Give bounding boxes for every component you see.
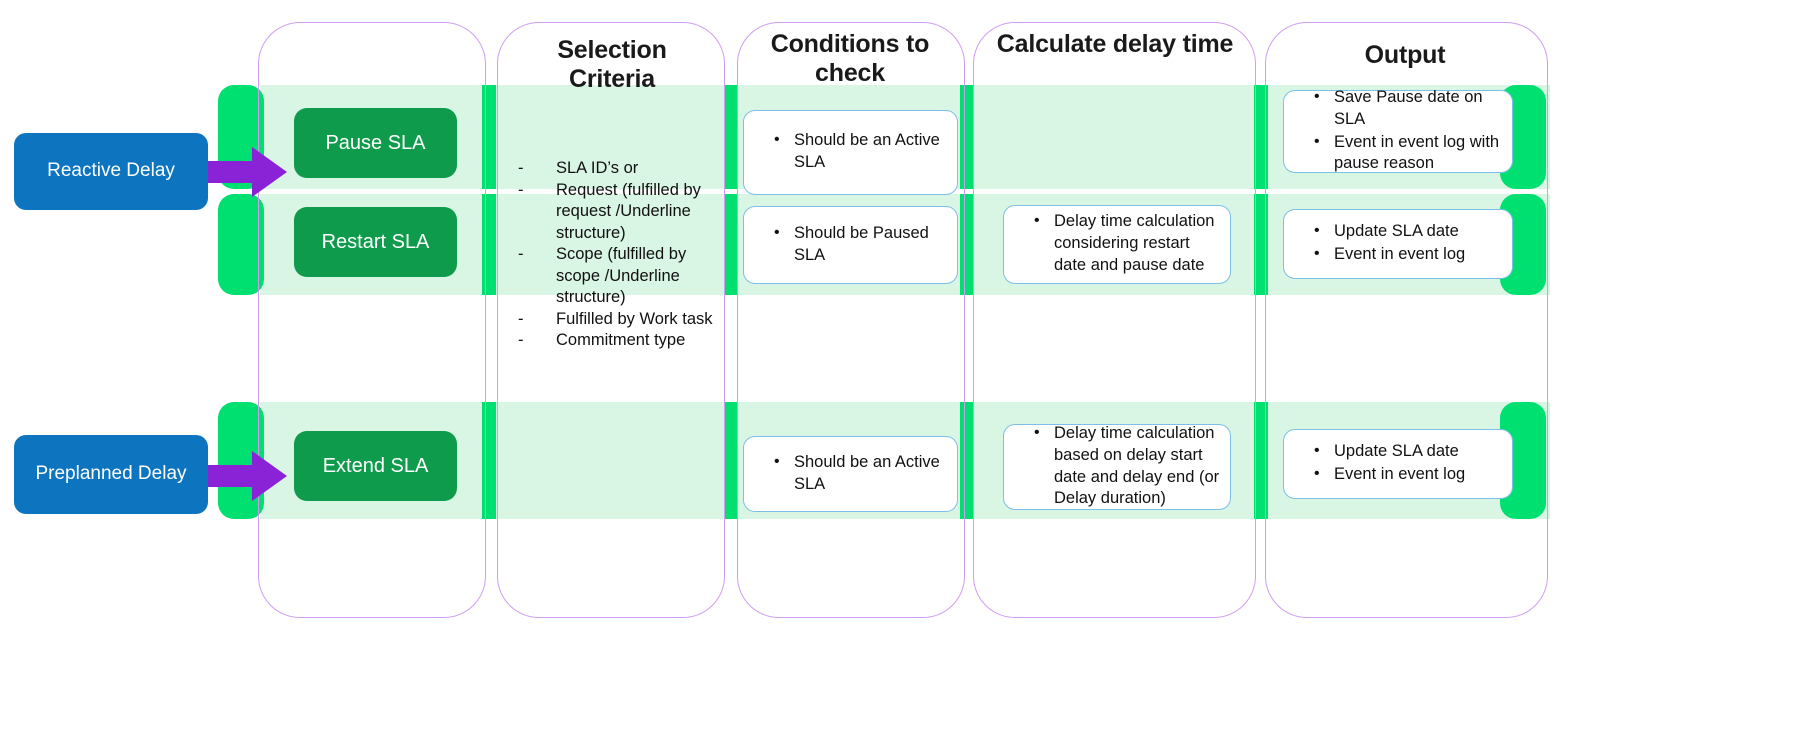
selection-criteria-item-0: SLA ID’s or [518, 158, 714, 180]
calculate-note-restart[interactable]: Delay time calculation considering resta… [1003, 205, 1231, 284]
column-divider-cap-12 [1254, 402, 1268, 519]
trigger-box-reactive-delay[interactable]: Reactive Delay [14, 133, 208, 210]
column-header-output-label: Output [1364, 41, 1446, 69]
condition-note-restart-item-0: Should be Paused SLA [774, 222, 951, 267]
selection-criteria-item-4: Commitment type [518, 330, 714, 352]
condition-note-pause[interactable]: Should be an Active SLA [743, 110, 958, 195]
calculate-note-restart-item-0: Delay time calculation considering resta… [1034, 210, 1224, 276]
selection-criteria-item-1: Request (fulfilled by request /Underline… [518, 180, 714, 245]
column-divider-cap-8 [960, 194, 974, 295]
selection-criteria-item-3: Fulfilled by Work task [518, 309, 714, 331]
output-note-extend-item-0: Update SLA date [1314, 440, 1465, 463]
column-divider-cap-9 [960, 402, 974, 519]
condition-note-pause-item-0: Should be an Active SLA [774, 129, 951, 174]
column-outline-conditions [737, 22, 965, 618]
selection-criteria-item-2: Scope (fulfilled by scope /Underline str… [518, 244, 714, 309]
column-outline-output [1265, 22, 1548, 618]
action-label-extend-sla: Extend SLA [322, 454, 429, 477]
output-note-restart-item-0: Update SLA date [1314, 220, 1465, 243]
condition-note-extend[interactable]: Should be an Active SLA [743, 436, 958, 512]
column-header-conditions-label: Conditions to check [770, 30, 930, 87]
row-band-cap-restart-left [218, 194, 264, 295]
selection-criteria-list: SLA ID’s or Request (fulfilled by reques… [518, 158, 714, 352]
arrow-reactive-to-action [208, 145, 288, 199]
column-outline-action [258, 22, 486, 618]
trigger-label-preplanned-delay: Preplanned Delay [35, 463, 187, 485]
trigger-box-preplanned-delay[interactable]: Preplanned Delay [14, 435, 208, 514]
output-note-pause[interactable]: Save Pause date on SLA Event in event lo… [1283, 86, 1513, 176]
column-divider-cap-5 [724, 194, 738, 295]
trigger-label-reactive-delay: Reactive Delay [47, 160, 175, 182]
column-outline-criteria [497, 22, 725, 618]
column-header-conditions: Conditions to check [750, 30, 950, 88]
column-header-calculate-label: Calculate delay time [996, 30, 1234, 58]
output-note-pause-item-0: Save Pause date on SLA [1314, 86, 1506, 131]
column-header-criteria-label: Selection Criteria [557, 36, 667, 93]
calculate-note-extend-item-0: Delay time calculation based on delay st… [1034, 422, 1224, 510]
column-header-criteria: Selection Criteria [512, 36, 712, 94]
column-header-calculate: Calculate delay time [990, 30, 1240, 59]
action-box-pause-sla[interactable]: Pause SLA [294, 108, 457, 178]
arrow-preplanned-to-action [208, 449, 288, 503]
action-box-restart-sla[interactable]: Restart SLA [294, 207, 457, 277]
column-divider-cap-7 [960, 85, 974, 189]
output-note-restart[interactable]: Update SLA date Event in event log [1283, 209, 1513, 279]
action-box-extend-sla[interactable]: Extend SLA [294, 431, 457, 501]
column-header-output: Output [1280, 41, 1530, 70]
action-label-restart-sla: Restart SLA [321, 230, 430, 253]
column-divider-cap-11 [1254, 194, 1268, 295]
output-note-restart-item-1: Event in event log [1314, 243, 1465, 266]
calculate-note-extend[interactable]: Delay time calculation based on delay st… [1003, 422, 1231, 510]
column-divider-cap-10 [1254, 85, 1268, 189]
output-note-extend-item-1: Event in event log [1314, 463, 1465, 486]
column-divider-cap-6 [724, 402, 738, 519]
condition-note-restart[interactable]: Should be Paused SLA [743, 206, 958, 284]
column-divider-cap-4 [724, 85, 738, 189]
output-note-extend[interactable]: Update SLA date Event in event log [1283, 429, 1513, 499]
output-note-pause-item-1: Event in event log with pause reason [1314, 131, 1506, 176]
condition-note-extend-item-0: Should be an Active SLA [774, 451, 951, 496]
action-label-pause-sla: Pause SLA [325, 131, 426, 154]
column-outline-calculate [973, 22, 1256, 618]
